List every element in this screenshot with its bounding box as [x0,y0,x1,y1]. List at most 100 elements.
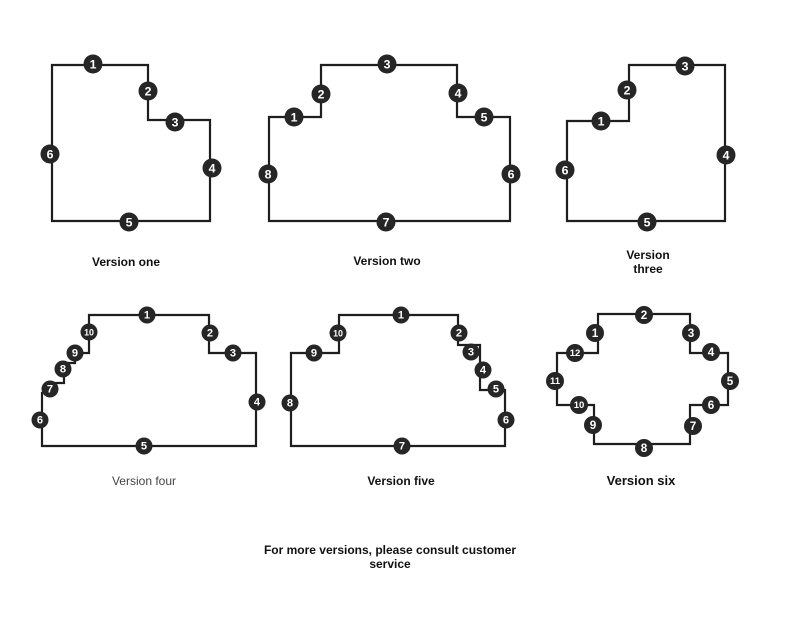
number-badge-label: 10 [574,400,585,411]
number-badge-circle [566,344,584,362]
number-badge: 5 [135,437,153,455]
number-badge-label: 3 [230,348,236,360]
number-badge: 5 [474,107,494,127]
number-badge-circle [555,160,575,180]
number-badge: 3 [224,344,242,362]
number-badge: 2 [201,324,219,342]
number-badge-circle [305,344,323,362]
number-badge: 6 [497,411,515,429]
number-badge: 4 [202,158,222,178]
number-badge-circle [31,411,49,429]
number-badge-circle [202,158,222,178]
number-badge: 6 [702,396,720,414]
number-badge-circle [248,393,266,411]
number-badge-label: 2 [641,309,648,322]
number-badge-circle [41,380,59,398]
number-badge: 2 [635,306,653,324]
number-badge: 3 [165,112,185,132]
number-badge: 10 [329,324,347,342]
caption-version-four: Version four [111,474,177,488]
number-badge: 12 [566,344,584,362]
number-badge: 9 [305,344,323,362]
number-badge-circle [682,324,700,342]
number-badge-circle [487,380,505,398]
number-badge-circle [393,437,411,455]
number-badge-circle [684,417,702,435]
number-badge: 6 [501,164,521,184]
number-badge-label: 7 [399,441,405,453]
number-badge-circle [224,344,242,362]
number-badge-label: 2 [318,88,325,102]
number-badge-circle [474,361,492,379]
outline-v3 [565,63,727,223]
number-badge-label: 9 [72,348,78,360]
number-badge-label: 12 [570,348,581,359]
number-badge-circle [721,372,739,390]
number-badge-label: 4 [209,162,216,176]
number-badge: 7 [41,380,59,398]
number-badge-label: 6 [47,148,54,162]
number-badge-label: 2 [456,328,462,340]
number-badge-label: 6 [562,164,569,178]
shapes-layer: 1234561234567812345612345678910123456789… [31,54,739,457]
number-badge-circle [586,324,604,342]
number-badge-circle [281,394,299,412]
number-badge-circle [450,324,468,342]
number-badge-label: 7 [383,216,390,230]
number-badge: 1 [591,111,611,131]
number-badge-label: 5 [727,375,734,388]
number-badge-label: 5 [493,384,499,396]
number-badge-label: 7 [47,384,53,396]
number-badge-label: 8 [265,168,272,182]
caption-version-two: Version two [353,254,421,268]
number-badge: 6 [555,160,575,180]
number-badge: 10 [80,323,98,341]
number-badge-label: 4 [254,397,261,409]
number-badge: 10 [570,396,588,414]
number-badge-circle [54,360,72,378]
number-badge-circle [497,411,515,429]
number-badge-circle [501,164,521,184]
footer-line-2: service [369,557,411,571]
number-badge: 3 [675,56,695,76]
number-badge: 6 [40,144,60,164]
number-badge: 5 [119,212,139,232]
number-badge-circle [258,164,278,184]
number-badge-label: 5 [141,441,147,453]
outline-v5 [289,313,507,448]
number-badge-label: 4 [708,346,715,359]
number-badge-circle [392,306,410,324]
number-badge-label: 6 [508,168,515,182]
number-badge: 7 [684,417,702,435]
number-badge-circle [716,145,736,165]
number-badge: 2 [138,81,158,101]
number-badge: 4 [702,343,720,361]
number-badge-circle [311,84,331,104]
number-badge-circle [376,212,396,232]
number-badge-circle [138,81,158,101]
number-badge-label: 10 [84,328,94,338]
number-badge: 3 [377,54,397,74]
number-badge: 8 [54,360,72,378]
number-badge: 3 [462,343,480,361]
number-badge-label: 2 [624,84,631,98]
caption-version-one: Version one [91,255,161,269]
number-badge: 9 [66,344,84,362]
number-badge-label: 3 [384,58,391,72]
number-badge-label: 9 [590,419,597,432]
number-badge-circle [591,111,611,131]
number-badge-label: 8 [287,398,293,410]
number-badge-circle [675,56,695,76]
number-badge-circle [135,437,153,455]
number-badge-label: 10 [333,329,343,339]
footer-note: For more versions, please consult custom… [240,543,540,571]
number-badge-label: 2 [207,328,213,340]
outline-v1 [50,63,212,223]
number-badge-circle [702,343,720,361]
number-badge: 5 [637,212,657,232]
number-badge-label: 3 [468,347,474,359]
number-badge-circle [570,396,588,414]
